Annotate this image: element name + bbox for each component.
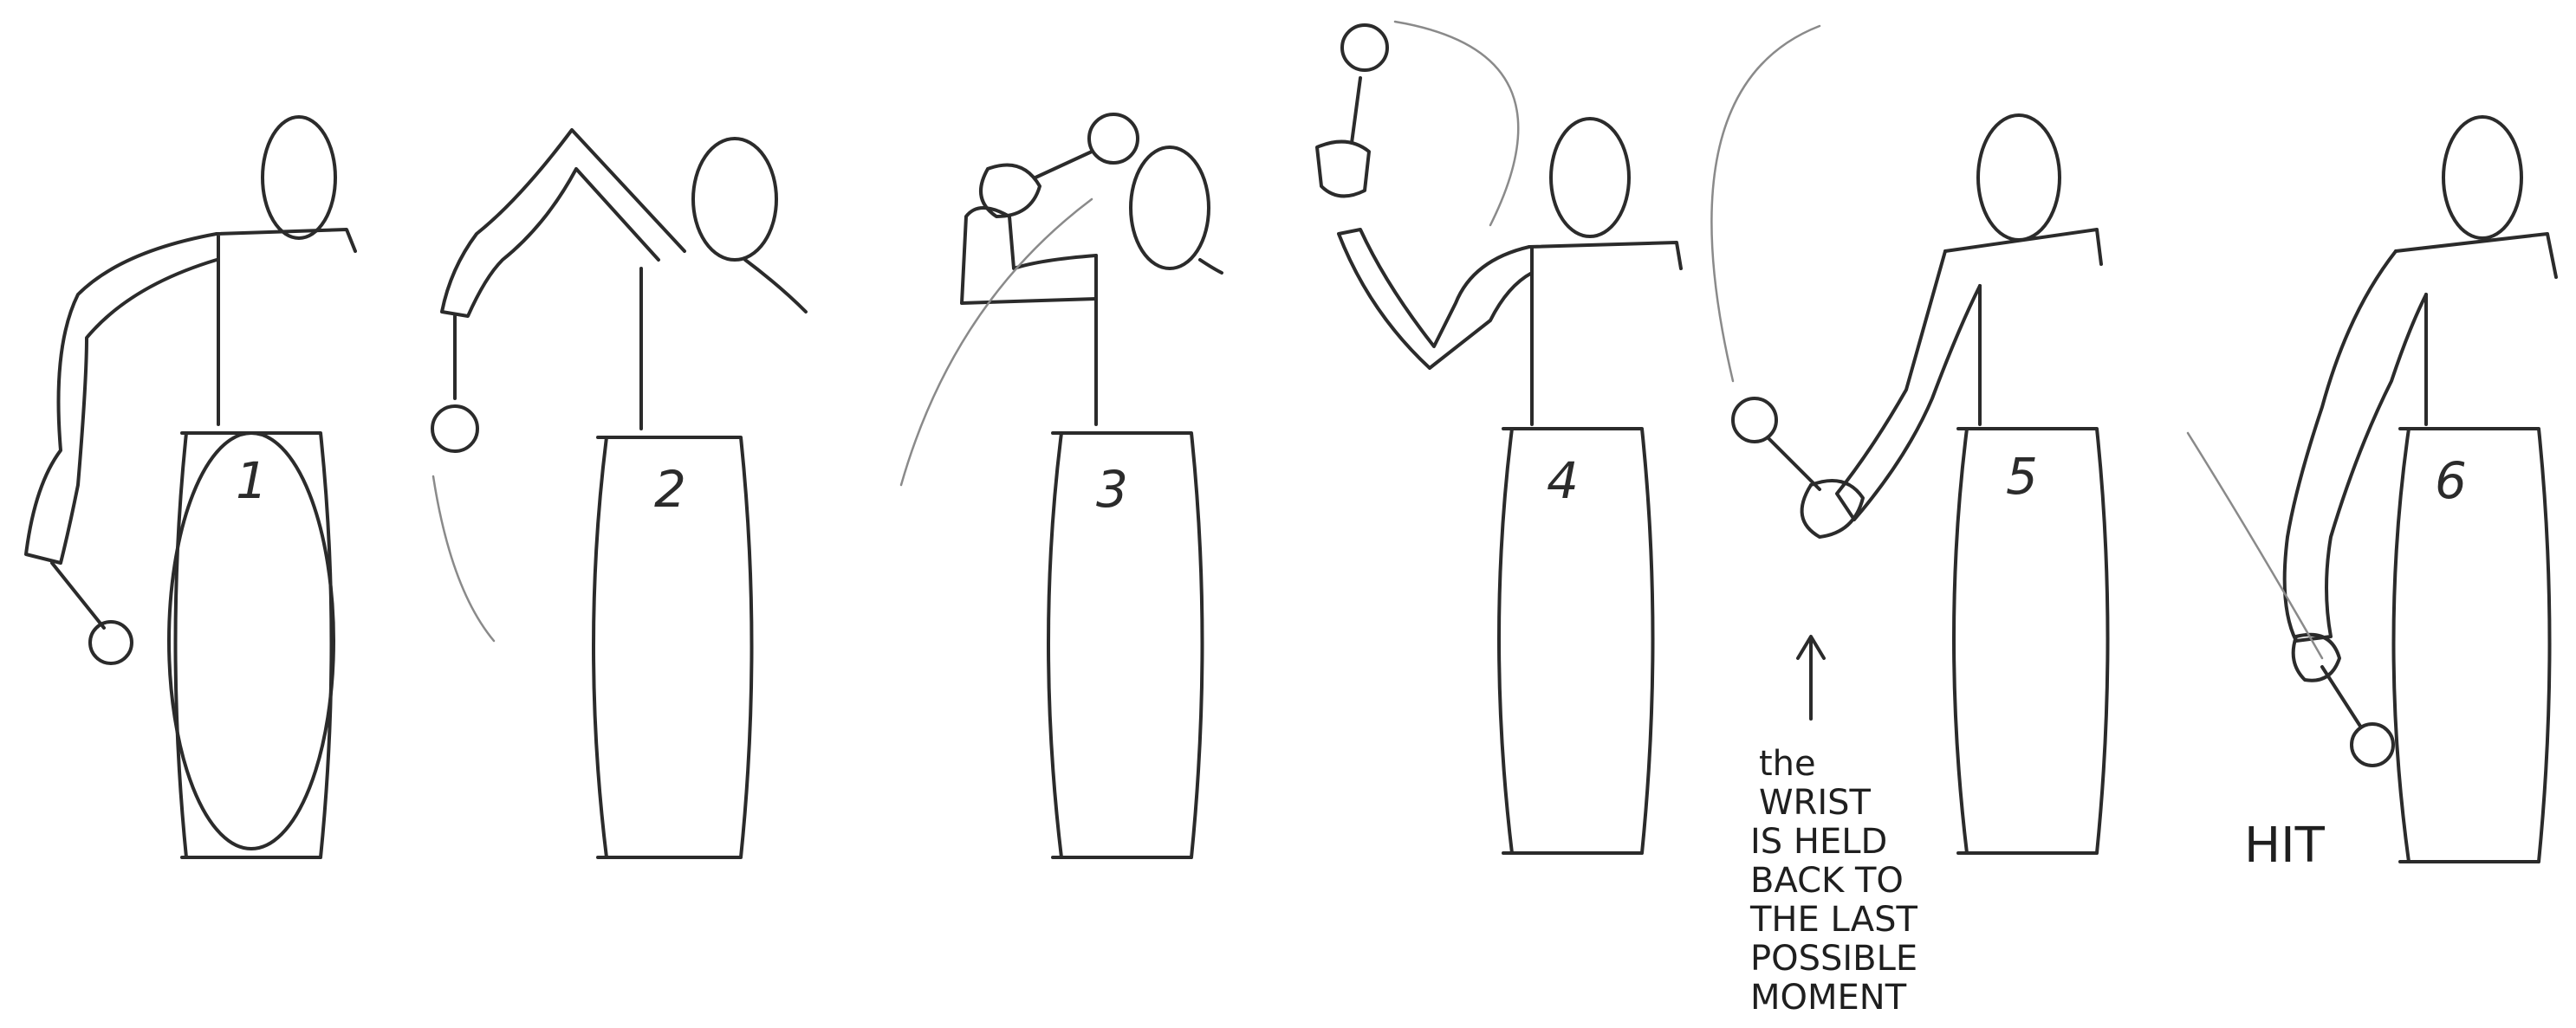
fist-3 [981,165,1040,217]
mallet-2 [432,406,477,451]
head-2 [693,139,776,260]
arm-5 [1837,251,1980,520]
frame-number-1: 1 [236,451,268,510]
frame-number-3: 3 [1096,460,1128,519]
head-6 [2443,117,2521,238]
fist-4 [1317,142,1369,197]
stick-5 [1768,437,1820,489]
annotation-line-7: MOMENT [1750,978,1907,1018]
head-4 [1551,119,1629,236]
mallet-4 [1342,25,1387,70]
drum-front-6 [2394,429,2410,862]
stick-3 [1035,152,1092,178]
frame-6: 6 [2188,117,2556,862]
stick-4 [1352,78,1360,143]
mallet-5 [1733,398,1776,442]
swing-arc-3 [901,199,1092,485]
frame-number-6: 6 [2435,451,2467,510]
frame-4: 4 [1317,22,1681,853]
annotation-line-1: the [1759,744,1816,784]
wrist-annotation: the WRIST IS HELD BACK TO THE LAST POSSI… [1749,744,1917,1018]
mallet-3 [1089,114,1138,163]
swing-arc-2 [433,476,494,641]
torso-4 [1529,242,1681,424]
arm-2 [442,130,685,316]
drum-front-2 [594,437,607,857]
torso-2 [641,260,806,429]
frame-number-4: 4 [1547,451,1579,510]
head-5 [1978,115,2060,240]
frame-2: 2 [432,130,806,857]
mallet-1 [90,622,132,663]
arm-1 [26,234,217,563]
annotation-line-5: THE LAST [1749,900,1917,940]
drum-front-1 [176,433,187,857]
drum-front-5 [1954,429,1967,853]
mallet-6 [2352,724,2393,766]
arrow-up [1798,637,1824,719]
torso-6 [2396,234,2556,424]
drum-front-4 [1499,429,1512,853]
arm-4 [1339,230,1532,368]
frame-1: 1 [26,117,355,857]
frame-number-5: 5 [2006,447,2038,506]
stick-1 [52,563,104,628]
drum-body-6 [2400,429,2550,862]
torso-3 [1096,255,1222,424]
stick-6 [2322,667,2361,727]
frame-3: 3 [901,114,1222,857]
swing-arc-5 [1711,26,1820,381]
torso-5 [1945,230,2101,424]
torso-1 [217,230,355,424]
drum-front-3 [1048,433,1061,857]
annotation-line-6: POSSIBLE [1750,939,1917,979]
frame-5: 5 [1711,26,2107,853]
annotation-line-2: WRIST [1759,783,1872,823]
head-1 [263,117,335,238]
frame-number-2: 2 [654,460,686,519]
head-3 [1131,147,1209,268]
hit-label: HIT [2244,818,2326,874]
annotation-line-4: BACK TO [1750,861,1904,901]
hand-5 [1802,481,1863,537]
annotation-line-3: IS HELD [1750,822,1887,862]
swing-arc-4 [1395,22,1518,225]
